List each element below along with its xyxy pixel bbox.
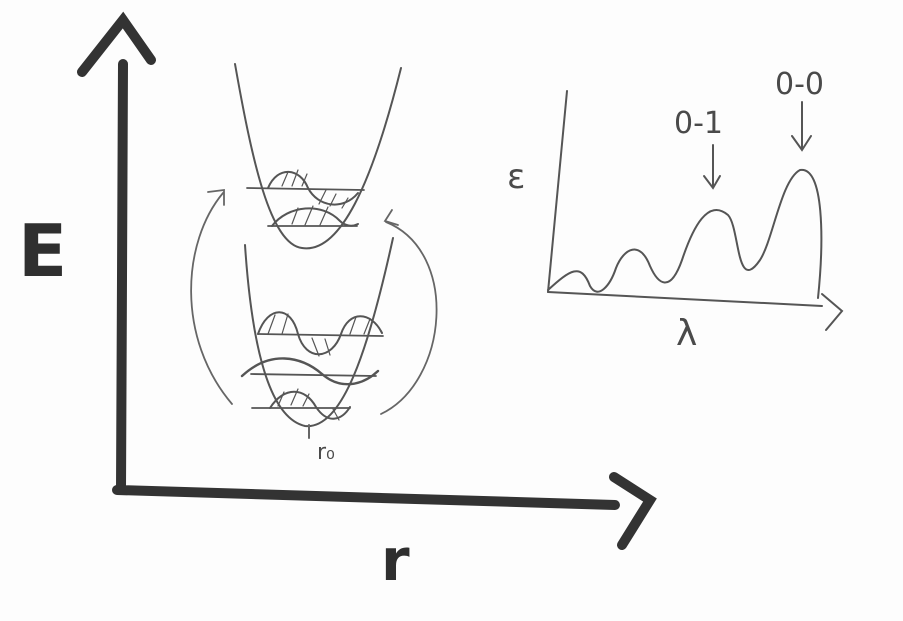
transition-arrows [190,188,438,439]
spectrum-x-label: λ [676,313,697,354]
peak-label-01: 0-1 [674,106,723,141]
excited-wave-2 [271,207,359,227]
ground-hatch [267,313,371,421]
r0-label: r₀ [317,440,335,465]
ground-state-potential-well [240,237,394,428]
ground-wave-2 [240,357,380,386]
excited-wave-1 [267,170,359,206]
peak-00-arrow [791,101,812,152]
main-axes [77,11,657,550]
distance-axis [112,485,620,510]
peak-01-arrow [703,144,721,190]
spectrum-y-label: ε [507,157,525,197]
excited-hatch [281,169,349,226]
energy-axis-label: E [18,209,67,293]
excited-state-potential-well [234,63,402,250]
spectrum-x-axis [547,291,823,307]
energy-axis [116,59,128,495]
distance-axis-label: r [381,526,410,594]
distance-axis-arrowhead [609,472,657,550]
energy-axis-arrowhead [77,11,156,77]
excited-well-curve [234,63,402,250]
ground-level-2 [250,373,377,377]
ground-level-1 [257,333,384,337]
emission-arrow [380,221,438,415]
spectrum-curve [547,168,823,299]
excited-level-1 [246,187,365,191]
spectrum-inset [547,90,844,331]
ground-wave-1 [257,311,383,356]
peak-label-00: 0-0 [775,67,824,102]
spectrum-y-axis [547,90,568,293]
absorption-arrowhead [207,188,225,206]
absorption-arrow [190,192,233,405]
emission-arrowhead [383,209,399,226]
ground-well-curve [244,237,394,428]
spectrum-x-arrowhead [821,293,844,331]
